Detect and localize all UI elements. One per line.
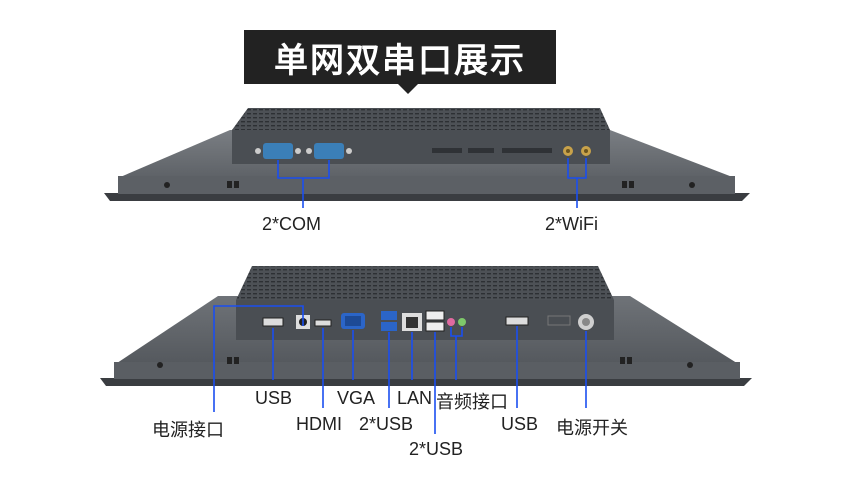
label-usb-front: 2*USB [359, 414, 414, 434]
usb-port-left [262, 317, 284, 327]
vga-port [341, 313, 365, 329]
page-title: 单网双串口展示 [244, 30, 556, 84]
audio-jack-green [458, 318, 466, 326]
label-usb-left: USB [255, 388, 293, 408]
com-port-2 [306, 143, 352, 159]
wifi-connector-2 [581, 146, 591, 156]
hdmi-port [314, 319, 332, 327]
lan-port [402, 313, 422, 331]
label-lan: LAN [397, 388, 433, 408]
top-heatsink [232, 108, 610, 130]
label-usb-rear: 2*USB [409, 439, 464, 459]
label-audio: 音频接口 [436, 392, 508, 412]
bottom-heatsink [236, 266, 614, 300]
com-callout [277, 160, 330, 208]
label-vga: VGA [337, 388, 376, 408]
label-power-port: 电源接口 [152, 420, 224, 440]
blank-cover [547, 315, 571, 326]
audio-jack-pink [447, 318, 455, 326]
label-wifi: 2*WiFi [545, 214, 598, 234]
usb-port-stack-white [425, 310, 445, 332]
com-port-1 [255, 143, 301, 159]
bottom-panel-edge [100, 378, 752, 386]
power-button [578, 314, 594, 330]
title-pointer [398, 84, 418, 94]
top-device [104, 108, 750, 201]
usb-port-right [505, 316, 529, 326]
top-panel-edge [104, 193, 750, 201]
usb-port-stack-blue [381, 311, 397, 331]
label-com: 2*COM [262, 214, 322, 234]
bottom-device [100, 266, 752, 386]
top-port-plate [232, 130, 610, 164]
label-hdmi: HDMI [296, 414, 342, 434]
wifi-connector-1 [563, 146, 573, 156]
wifi-callout [567, 158, 587, 208]
label-usb-right: USB [501, 414, 539, 434]
power-port-callout [213, 305, 304, 412]
label-power-switch: 电源开关 [556, 418, 628, 438]
